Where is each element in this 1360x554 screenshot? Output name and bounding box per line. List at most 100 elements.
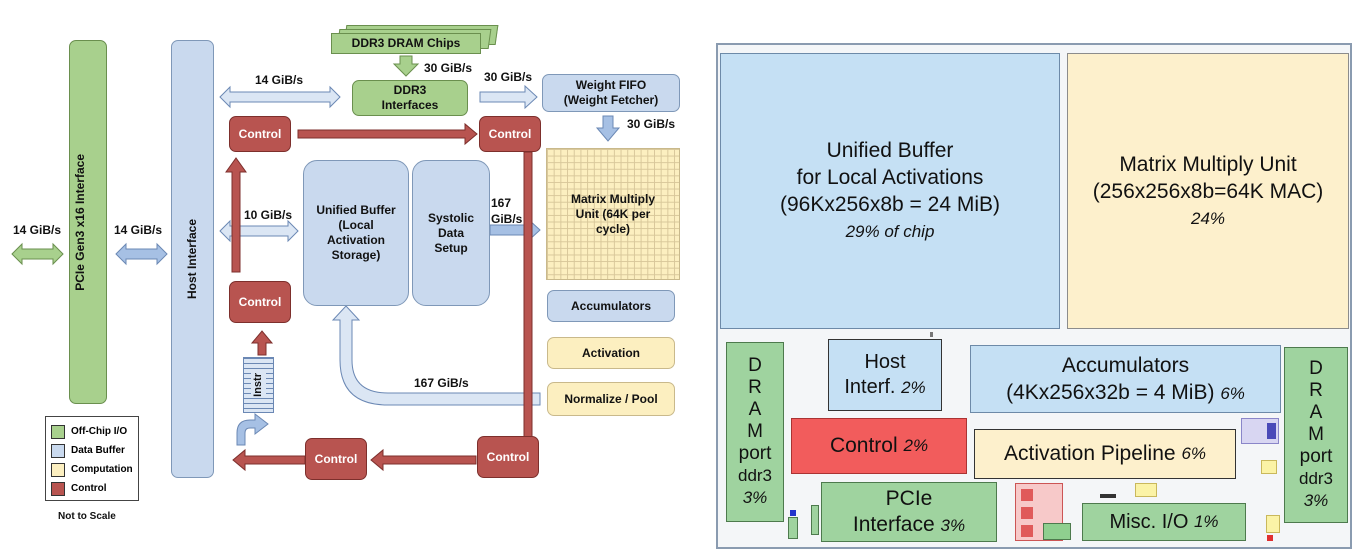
legend: Off-Chip I/O Data Buffer Computation Con… [45, 416, 139, 501]
control-top-right: Control [479, 116, 541, 152]
fp-matrix-unit: Matrix Multiply Unit (256x256x8b=64K MAC… [1067, 53, 1349, 329]
fp-acc-line1: Accumulators [1061, 353, 1190, 377]
legend-item-compute: Computation [51, 460, 138, 479]
fp-misc-io: Misc. I/O 1% [1082, 503, 1246, 541]
arrow-fifo-mmu [595, 115, 621, 142]
fp-fragment-1b [1021, 507, 1033, 519]
activation-block: Activation [547, 337, 675, 369]
fp-mmu-line1: Matrix Multiply Unit [1119, 152, 1297, 176]
arrow-pcie-host [115, 242, 168, 266]
pcie-interface-label: PCIe Gen3 x16 Interface [73, 153, 87, 291]
ctrl-arrow-top [297, 122, 478, 146]
fp-host-line1: Host [864, 351, 906, 373]
bw-label-30-weights: 30 GiB/s [627, 117, 676, 131]
fp-fragment-10 [790, 510, 796, 516]
fp-act-pct: 6% [1181, 444, 1207, 463]
fp-act-label: Activation Pipeline [1003, 442, 1176, 465]
fp-pcie-line2-text: Interface [852, 512, 935, 536]
bw-label-10: 10 GiB/s [244, 208, 293, 222]
fp-ub-line2: for Local Activations [796, 166, 984, 189]
fp-host-pct: 2% [901, 378, 926, 397]
fp-ub-line3: (96Kx256x8b = 24 MiB) [779, 193, 1001, 216]
instr-label: Instr [251, 373, 266, 397]
control-bottom-right: Control [477, 436, 539, 478]
host-interface-label: Host Interface [185, 218, 199, 300]
fp-dram-right-pct: 3% [1303, 491, 1329, 510]
normalize-pool-label: Normalize / Pool [564, 391, 658, 406]
control-top-left: Control [229, 116, 291, 152]
instr-buffer-block: Instr [243, 357, 274, 413]
fp-fragment-9 [788, 517, 798, 539]
systolic-setup-block: Systolic Data Setup [412, 160, 490, 306]
fp-ub-pct: 29% of chip [845, 222, 935, 241]
control-label: Control [488, 126, 532, 141]
dram-chips-label: DDR3 DRAM Chips [351, 36, 461, 50]
arrow-instr-feed [236, 412, 269, 446]
ctrl-arrow-instr [250, 330, 274, 356]
bw-label-30-fifo: 30 GiB/s [484, 70, 533, 84]
fp-fragment-1a [1021, 489, 1033, 501]
legend-item-buffer: Data Buffer [51, 441, 138, 460]
fp-dram-left-ddr3: ddr3 [737, 466, 773, 485]
matrix-unit-block: Matrix Multiply Unit (64K per cycle) [546, 148, 680, 280]
fp-fragment-2 [1043, 523, 1071, 540]
fp-mmu-line2: (256x256x8b=64K MAC) [1092, 179, 1324, 203]
dram-chips-block: DDR3 DRAM Chips [331, 33, 481, 54]
fp-dram-left-r: R [748, 377, 762, 398]
unified-buffer-block: Unified Buffer (Local Activation Storage… [303, 160, 409, 306]
fp-fragment-6 [1261, 460, 1277, 474]
fp-dram-left-d: D [748, 355, 762, 376]
fp-dram-right-port: port [1299, 446, 1333, 467]
arrow-host-ddr3 [219, 85, 341, 109]
fp-dram-left-m: M [747, 421, 763, 442]
fp-fragment-4 [1100, 494, 1116, 498]
control-label: Control [238, 126, 282, 141]
legend-label-compute: Computation [71, 464, 133, 475]
fp-misc-label: Misc. I/O [1109, 510, 1189, 533]
ddr3-interfaces-block: DDR3 Interfaces [352, 80, 468, 116]
matrix-unit-label: Matrix Multiply Unit (64K per cycle) [570, 191, 655, 236]
bw-label-14-mid: 14 GiB/s [114, 223, 163, 237]
fp-host-interf: Host Interf. 2% [828, 339, 942, 411]
fp-fragment-8 [1267, 535, 1273, 541]
fp-fragment-3 [1135, 483, 1157, 497]
bw-label-14-left: 14 GiB/s [13, 223, 62, 237]
bw-label-167-top: 167 GiB/s [491, 196, 523, 226]
diagram-arrows [11, 55, 621, 472]
fp-host-line2-text: Interf. [844, 376, 896, 398]
normalize-pool-block: Normalize / Pool [547, 382, 675, 416]
weight-fifo-label: Weight FIFO (Weight Fetcher) [563, 78, 659, 107]
accumulators-block: Accumulators [547, 290, 675, 322]
fp-acc-line2-text: (4Kx256x32b = 4 MiB) [1006, 380, 1215, 404]
arrow-ddr3-fifo [479, 84, 538, 110]
fp-mmu-pct: 24% [1190, 208, 1226, 228]
legend-item-offchip: Off-Chip I/O [51, 422, 138, 441]
fp-dram-right: D R A M port ddr3 3% [1284, 347, 1348, 523]
fp-activation-pipeline: Activation Pipeline 6% [974, 429, 1236, 479]
fp-pcie-line2: Interface 3% [853, 512, 965, 539]
fp-pcie-line1: PCIe [885, 486, 933, 510]
fp-control-pct: 2% [903, 436, 929, 455]
fp-pcie-pct: 3% [940, 515, 966, 535]
ctrl-arrow-bottom-2 [232, 448, 306, 472]
control-mid-left: Control [229, 281, 291, 323]
fp-control-label: Control [829, 434, 898, 457]
legend-swatch-offchip [51, 424, 65, 439]
control-label: Control [314, 451, 358, 466]
fp-dram-left-pct: 3% [742, 488, 768, 507]
bw-label-14-top: 14 GiB/s [255, 73, 304, 87]
not-to-scale-note: Not to Scale [58, 511, 116, 522]
fp-dram-left-a: A [748, 399, 762, 420]
accumulators-label: Accumulators [570, 298, 652, 313]
arrow-offchip-pcie [11, 242, 64, 266]
systolic-setup-label: Systolic Data Setup [427, 210, 475, 255]
host-interface-block: Host Interface [171, 40, 214, 478]
fp-dram-left-port: port [738, 443, 772, 464]
ctrl-arrow-left-up [225, 157, 247, 273]
legend-item-control: Control [51, 479, 138, 498]
legend-label-offchip: Off-Chip I/O [71, 426, 128, 437]
legend-label-buffer: Data Buffer [71, 445, 125, 456]
bw-label-30-chips: 30 GiB/s [424, 61, 473, 75]
arrow-chips-ddr3 [392, 55, 420, 77]
fp-fragment-7 [1266, 515, 1280, 533]
